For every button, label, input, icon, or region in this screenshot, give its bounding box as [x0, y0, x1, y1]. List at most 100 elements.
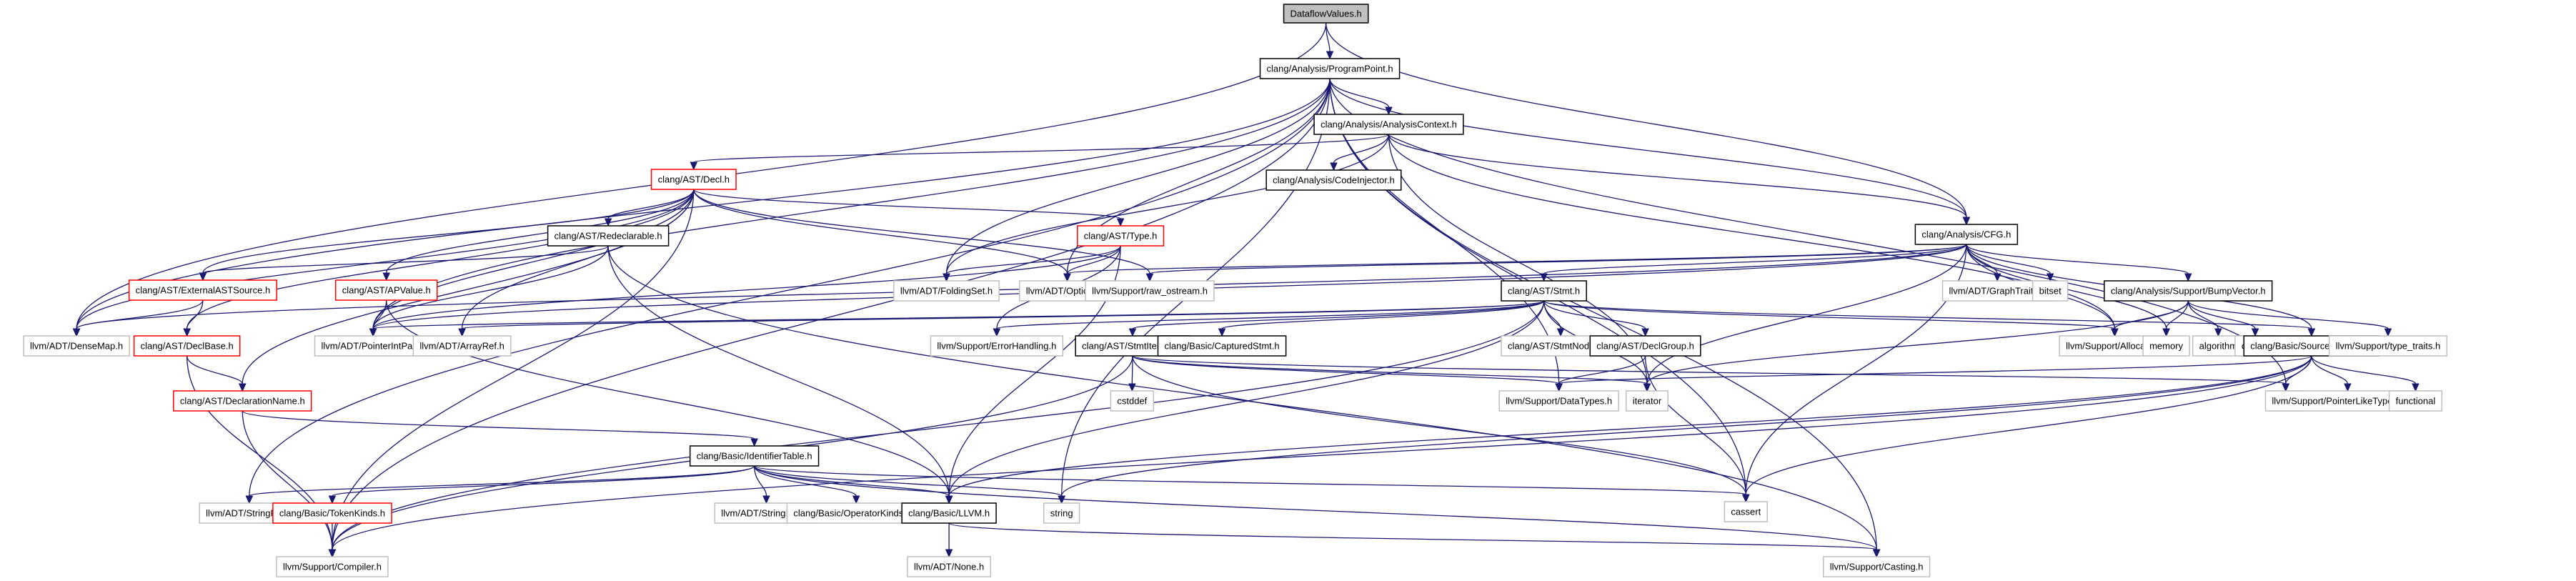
node-clang-analysis-programpoint-h[interactable]: clang/Analysis/ProgramPoint.h	[1259, 58, 1401, 79]
arrowhead-icon	[1218, 328, 1226, 337]
node-box	[650, 169, 737, 190]
edge-line	[1329, 78, 1877, 550]
node-dataflowvalues-h[interactable]: DataflowValues.h	[1283, 4, 1369, 24]
node-label: clang/AST/ExternalASTSource.h	[136, 285, 271, 296]
node-clang-ast-redeclarable-h[interactable]: clang/AST/Redeclarable.h	[547, 225, 670, 247]
edge-clang-ast-type-h-to-llvm-adt-pointerintpair-h	[369, 245, 1121, 337]
edge-line	[1329, 78, 1390, 108]
edge-line	[753, 465, 1877, 550]
node-clang-ast-type-h[interactable]: clang/AST/Type.h	[1077, 225, 1165, 247]
node-clang-analysis-cfg-h[interactable]: clang/Analysis/CFG.h	[1914, 224, 2019, 245]
node-label: functional	[2396, 396, 2436, 407]
node-clang-basic-identifiertable-h[interactable]: clang/Basic/IdentifierTable.h	[689, 445, 820, 467]
arrowhead-icon	[328, 549, 337, 558]
node-box	[128, 279, 277, 301]
node-clang-analysis-support-bumpvector-h[interactable]: clang/Analysis/Support/BumpVector.h	[2104, 280, 2273, 302]
node-clang-analysis-analysiscontext-h[interactable]: clang/Analysis/AnalysisContext.h	[1313, 114, 1464, 135]
node-label: llvm/Support/Casting.h	[1830, 562, 1924, 572]
node-llvm-support-errorhandling-h: llvm/Support/ErrorHandling.h	[930, 335, 1064, 357]
node-box	[2388, 390, 2443, 412]
edge-clang-analysis-cfg-h-to-clang-analysis-support-bumpvector-h	[1966, 244, 2192, 282]
edge-clang-ast-decl-h-to-clang-ast-type-h	[693, 189, 1125, 227]
edge-line	[372, 299, 387, 329]
edge-clang-ast-decl-h-to-llvm-adt-pointerintpair-h	[369, 189, 695, 337]
node-label: clang/AST/APValue.h	[342, 285, 431, 296]
node-clang-analysis-codeinjector-h[interactable]: clang/Analysis/CodeInjector.h	[1265, 169, 1402, 191]
edge-line	[948, 522, 1877, 550]
edge-clang-ast-decl-h-to-clang-ast-apvalue-h	[382, 189, 695, 282]
edge-line	[1333, 134, 1390, 164]
node-clang-basic-llvm-h[interactable]: clang/Basic/LLVM.h	[901, 502, 997, 524]
arrowhead-icon	[458, 328, 466, 337]
arrowhead-icon	[1556, 328, 1565, 337]
edge-line	[249, 465, 755, 497]
node-label: clang/Basic/IdentifierTable.h	[697, 451, 812, 462]
edge-line	[1329, 78, 1967, 218]
edge-line	[332, 78, 1331, 550]
node-clang-basic-capturedstmt-h[interactable]: clang/Basic/CapturedStmt.h	[1157, 335, 1287, 357]
edge-line	[948, 355, 2312, 497]
edge-line	[945, 78, 1331, 274]
node-label: DataflowValues.h	[1291, 9, 1362, 19]
edge-line	[1558, 355, 2312, 384]
edge-line	[332, 300, 1545, 550]
node-clang-ast-stmt-h[interactable]: clang/AST/Stmt.h	[1501, 280, 1587, 302]
node-clang-ast-apvalue-h[interactable]: clang/AST/APValue.h	[334, 279, 438, 301]
arrowhead-icon	[2412, 383, 2420, 392]
arrowhead-icon	[690, 162, 698, 171]
node-label: memory	[2149, 341, 2183, 352]
edge-clang-basic-sourcelocation-h-to-cassert	[1742, 355, 2312, 503]
node-box	[2104, 280, 2273, 302]
edge-clang-ast-externalastsource-h-to-llvm-adt-densemap-h	[72, 299, 204, 337]
edge-clang-basic-sourcelocation-h-to-functional	[2311, 355, 2420, 392]
arrowhead-icon	[199, 272, 207, 282]
edge-clang-ast-declarationname-h-to-clang-basic-identifiertable-h	[242, 410, 758, 447]
edge-clang-ast-stmt-h-to-llvm-support-allocator-h	[1543, 300, 2119, 337]
edge-line	[1543, 300, 1646, 329]
node-clang-ast-declbase-h[interactable]: clang/AST/DeclBase.h	[133, 335, 241, 357]
edge-clang-basic-tokenkinds-h-to-llvm-support-compiler-h	[328, 523, 337, 558]
arrowhead-icon	[2307, 328, 2316, 337]
node-label: llvm/Support/Compiler.h	[283, 562, 382, 572]
node-clang-ast-externalastsource-h[interactable]: clang/AST/ExternalASTSource.h	[128, 279, 277, 301]
edge-line	[187, 355, 243, 384]
node-box	[173, 390, 312, 412]
edge-clang-analysis-cfg-h-to-llvm-adt-graphtraits-h	[1966, 244, 2001, 282]
node-box	[547, 225, 670, 247]
node-llvm-support-raw-ostream-h: llvm/Support/raw_ostream.h	[1085, 280, 1215, 302]
edge-clang-analysis-support-bumpvector-h-to-cstring	[2187, 300, 2259, 337]
edge-line	[753, 465, 1063, 497]
node-box	[1313, 114, 1464, 135]
node-iterator: iterator	[1625, 390, 1669, 412]
node-label: clang/Basic/LLVM.h	[908, 508, 990, 519]
edge-clang-analysis-programpoint-h-to-clang-analysis-cfg-h	[1329, 78, 1971, 226]
arrowhead-icon	[1128, 328, 1137, 337]
edge-clang-ast-stmtiterator-h-to-llvm-support-datatypes-h	[1132, 355, 1563, 392]
arrowhead-icon	[183, 328, 191, 337]
node-box	[1501, 280, 1587, 302]
node-box	[2032, 280, 2069, 302]
node-box	[1043, 502, 1080, 524]
node-box	[1823, 556, 1931, 577]
node-clang-ast-declarationname-h[interactable]: clang/AST/DeclarationName.h	[173, 390, 312, 412]
edge-clang-ast-redeclarable-h-to-clang-ast-externalastsource-h	[199, 245, 609, 282]
node-clang-basic-tokenkinds-h[interactable]: clang/Basic/TokenKinds.h	[272, 502, 392, 524]
edge-line	[242, 189, 695, 384]
edge-line	[372, 300, 1545, 329]
edge-clang-basic-sourcelocation-h-to-llvm-support-pointerliketypetraits-h	[2311, 355, 2352, 392]
node-box	[272, 502, 392, 524]
edge-clang-ast-decl-h-to-clang-ast-declbase-h	[183, 189, 695, 337]
node-label: clang/AST/DeclGroup.h	[1596, 341, 1694, 352]
node-cstddef: cstddef	[1110, 390, 1155, 412]
arrowhead-icon	[1330, 162, 1338, 172]
edge-clang-ast-apvalue-h-to-clang-basic-llvm-h	[386, 299, 953, 505]
node-label: llvm/Support/Allocator.h	[2066, 341, 2164, 352]
nodes-layer: DataflowValues.h clang/Analysis/ProgramPo…	[23, 4, 2448, 577]
node-box	[901, 502, 997, 524]
edge-clang-ast-declbase-h-to-clang-ast-declarationname-h	[187, 355, 247, 392]
node-box	[1077, 225, 1165, 247]
node-clang-ast-declgroup-h[interactable]: clang/AST/DeclGroup.h	[1589, 335, 1701, 357]
edge-line	[2311, 355, 2349, 384]
node-clang-ast-decl-h[interactable]: clang/AST/Decl.h	[650, 169, 737, 190]
edge-line	[945, 245, 1121, 274]
